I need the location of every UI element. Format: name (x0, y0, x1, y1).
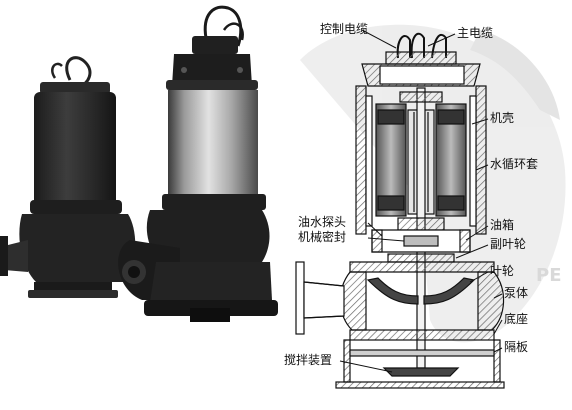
leader-aux-impeller (455, 244, 489, 259)
label-casing: 机壳 (490, 111, 515, 125)
leader-agitator (339, 360, 393, 373)
leader-control-cable (361, 29, 397, 49)
section-diagram (295, 32, 505, 389)
leader-lines (339, 29, 503, 373)
label-oil-box: 油箱 (490, 218, 515, 232)
leader-pump-body (493, 293, 503, 299)
leader-main-cable (427, 33, 456, 47)
leader-impeller (469, 271, 489, 283)
label-impeller: 叶轮 (490, 264, 515, 278)
label-water-jacket: 水循环套 (490, 157, 539, 171)
label-base: 底座 (504, 312, 529, 326)
small-pump-photo (0, 56, 136, 298)
watermark-text: PE (536, 265, 562, 286)
leader-casing (471, 118, 489, 125)
label-agitator: 搅拌装置 (284, 353, 333, 367)
label-main-cable: 主电缆 (457, 26, 494, 40)
large-pump-photo (118, 5, 278, 322)
label-mech-seal: 机械密封 (298, 230, 347, 244)
leader-oil-probe (367, 222, 383, 237)
label-partition: 隔板 (504, 340, 529, 354)
leader-oil-box (465, 225, 489, 241)
leader-base (493, 319, 503, 335)
label-aux-impeller: 副叶轮 (490, 237, 527, 251)
leader-mech-seal (367, 237, 405, 242)
label-oil-probe: 油水探头 (298, 215, 347, 229)
label-control-cable: 控制电缆 (320, 22, 369, 36)
leader-water-jacket (475, 164, 489, 171)
leader-partition (493, 347, 503, 353)
label-pump-body: 泵体 (504, 286, 529, 300)
